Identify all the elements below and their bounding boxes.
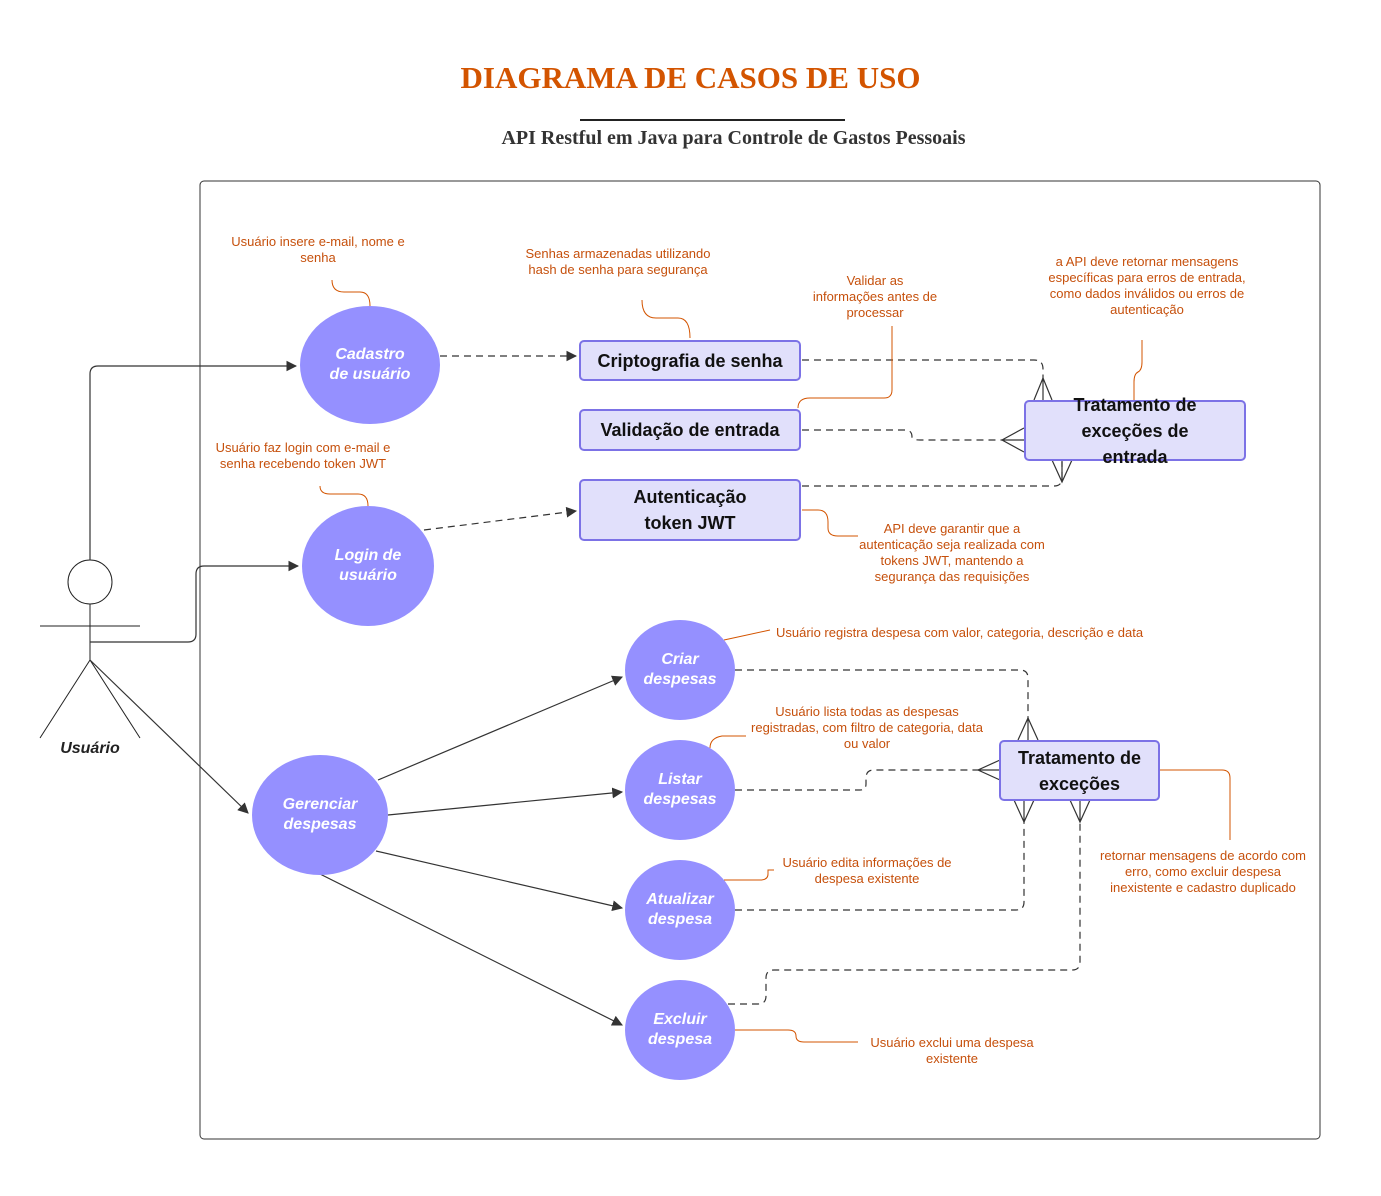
include-autenticacao — [423, 506, 578, 531]
link-cripto-tratamento — [802, 359, 1044, 378]
association-atualizar — [375, 850, 624, 912]
note-editar: Usuário edita informações de despesa exi… — [782, 855, 952, 886]
actor-label: Usuário — [60, 740, 120, 757]
note-hash: Senhas armazenadas utilizando hash de se… — [525, 246, 711, 277]
note-criar: Usuário registra despesa com valor, cate… — [776, 625, 1144, 640]
note-line-excluir — [735, 1029, 858, 1043]
note-line-cadastro — [331, 279, 371, 307]
box-tratamento-entrada[interactable]: Tratamento de exceções de entrada — [1024, 395, 1246, 467]
note-excluir: Usuário exclui uma despesa existente — [870, 1035, 1034, 1066]
usecase-atualizar[interactable]: Atualizar despesa — [625, 860, 735, 960]
usecase-gerenciar[interactable]: Gerenciar despesas — [252, 755, 388, 875]
box-criptografia[interactable]: Criptografia de senha — [579, 340, 801, 381]
note-line-editar — [724, 869, 774, 881]
association-excluir — [319, 873, 623, 1026]
note-line-retornar — [1160, 769, 1231, 840]
note-line-criar — [723, 629, 771, 641]
crowfoot-entrada-left — [1000, 427, 1025, 453]
note-line-validar — [797, 326, 893, 409]
link-excluir-tratamento — [728, 822, 1081, 1005]
note-api-erros: a API deve retornar mensagens específica… — [1048, 254, 1246, 317]
usecase-login[interactable]: Login de usuário — [302, 506, 434, 626]
link-atualizar-tratamento — [735, 822, 1025, 911]
link-criar-tratamento — [735, 669, 1029, 718]
note-line-listar — [709, 735, 746, 749]
association-criar — [377, 675, 623, 781]
actor-figure — [39, 559, 141, 739]
note-listar: Usuário lista todas as despesas registra… — [751, 704, 983, 751]
box-tratamento[interactable]: Tratamento de exceções — [999, 740, 1160, 801]
system-boundary — [199, 180, 1321, 1140]
usecase-listar[interactable]: Listar despesas — [625, 740, 735, 840]
note-validar: Validar as informações antes de processa… — [812, 273, 938, 320]
link-autenticacao-tratamento — [802, 462, 1063, 487]
association-listar — [387, 787, 624, 816]
page-title: DIAGRAMA DE CASOS DE USO — [460, 60, 921, 95]
association-gerenciar — [89, 659, 249, 814]
crowfoot-entrada-top — [1033, 376, 1053, 401]
link-validacao-tratamento — [802, 429, 1002, 441]
association-login — [90, 560, 300, 643]
crowfoot-entrada-bottom — [1051, 459, 1073, 484]
note-line-login — [319, 485, 369, 507]
page-subtitle: API Restful em Java para Controle de Gas… — [501, 127, 966, 149]
note-line-hash — [641, 299, 691, 339]
crowfoot-tratamento-bottom-b — [1069, 799, 1091, 824]
crowfoot-tratamento-top — [1017, 716, 1039, 741]
note-line-jwt — [802, 509, 858, 537]
note-login: Usuário faz login com e-mail e senha rec… — [215, 440, 391, 471]
note-cadastro: Usuário insere e-mail, nome e senha — [231, 234, 405, 265]
box-autenticacao[interactable]: Autenticação token JWT — [579, 479, 801, 541]
note-jwt: API deve garantir que a autenticação sej… — [859, 521, 1045, 584]
crowfoot-tratamento-left — [976, 759, 1001, 781]
usecase-cadastro[interactable]: Cadastro de usuário — [300, 306, 440, 424]
usecase-criar[interactable]: Criar despesas — [625, 620, 735, 720]
usecase-excluir[interactable]: Excluir despesa — [625, 980, 735, 1080]
title-divider — [580, 119, 845, 121]
note-line-api-erros — [1133, 340, 1143, 400]
association-cadastro — [89, 360, 298, 560]
note-retornar: retornar mensagens de acordo com erro, c… — [1100, 848, 1306, 895]
box-validacao[interactable]: Validação de entrada — [579, 409, 801, 451]
crowfoot-tratamento-bottom-a — [1013, 799, 1035, 824]
link-listar-tratamento — [735, 769, 978, 791]
